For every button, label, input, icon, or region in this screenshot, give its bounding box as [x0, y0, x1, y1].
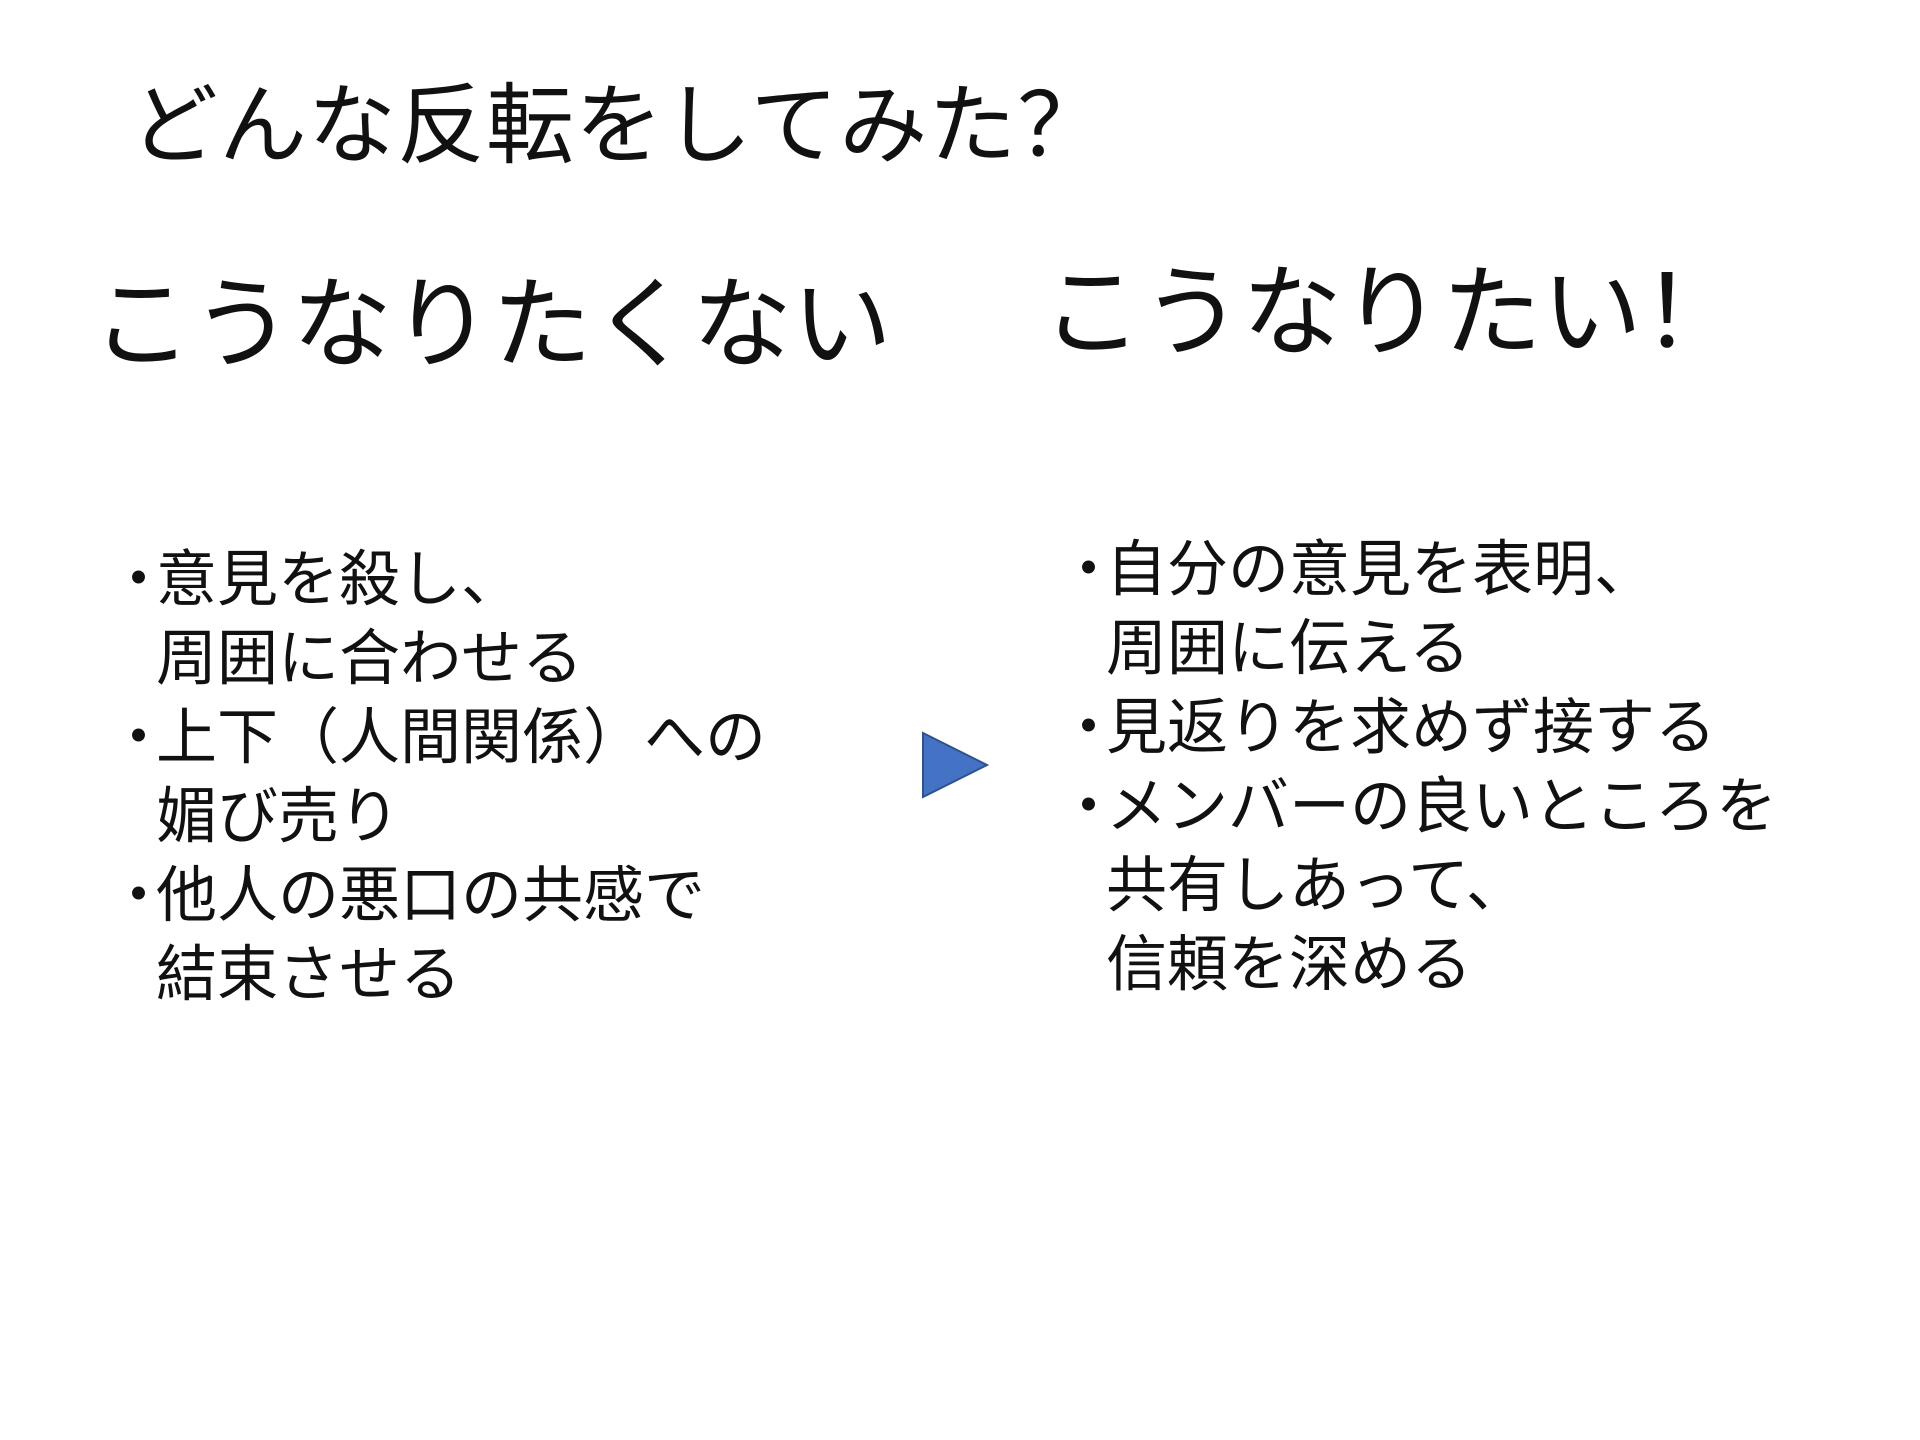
heading-not-wanted: こうなりたくない [92, 266, 892, 383]
bullet-icon: ・ [108, 860, 170, 931]
list-item-text: 自分の意見を表明、 周囲に伝える [1106, 534, 1656, 684]
triangle-right-icon [922, 731, 990, 799]
wanted-list: ・ 自分の意見を表明、 周囲に伝える ・ 見返りを求めず接する ・ メンバーの良… [1058, 530, 1777, 1004]
list-item: ・ 自分の意見を表明、 周囲に伝える [1058, 530, 1777, 688]
bullet-icon: ・ [108, 544, 170, 615]
bullet-icon: ・ [1058, 534, 1120, 605]
list-item: ・ 上下（人間関係）への 媚び売り [108, 698, 766, 856]
list-item-text: メンバーの良いところを 共有しあって、 信頼を深める [1106, 771, 1778, 1000]
list-item: ・ 意見を殺し、 周囲に合わせる [108, 540, 766, 698]
not-wanted-list: ・ 意見を殺し、 周囲に合わせる ・ 上下（人間関係）への 媚び売り ・ 他人の… [108, 540, 766, 1014]
list-item-text: 上下（人間関係）への 媚び売り [156, 702, 767, 852]
heading-wanted: こうなりたい！ [1042, 254, 1742, 371]
list-item: ・ 見返りを求めず接する [1058, 688, 1777, 767]
list-item-text: 意見を殺し、 周囲に合わせる [156, 544, 584, 694]
list-item-text: 見返りを求めず接する [1106, 692, 1717, 763]
list-item-text: 他人の悪口の共感で 結束させる [156, 860, 706, 1010]
slide-title: どんな反転をしてみた？ [130, 74, 1107, 177]
list-item: ・ メンバーの良いところを 共有しあって、 信頼を深める [1058, 767, 1777, 1004]
bullet-icon: ・ [108, 702, 170, 773]
bullet-icon: ・ [1058, 771, 1120, 842]
list-item: ・ 他人の悪口の共感で 結束させる [108, 856, 766, 1014]
bullet-icon: ・ [1058, 692, 1120, 763]
